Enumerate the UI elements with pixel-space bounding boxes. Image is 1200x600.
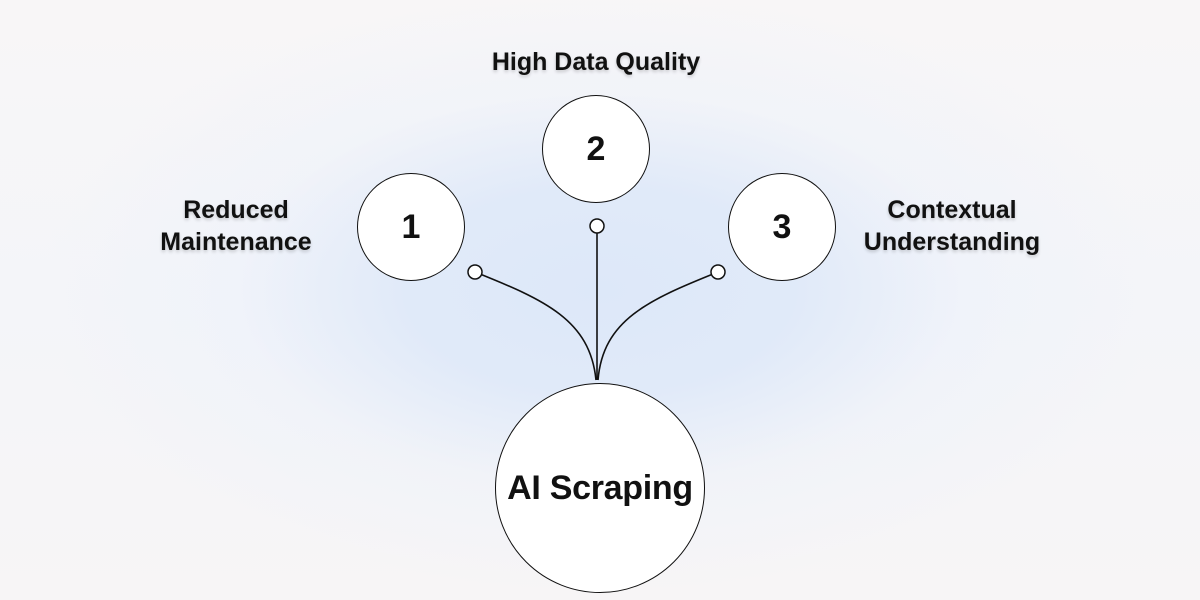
branch-3-node: 3: [728, 173, 836, 281]
branch-2-label: High Data Quality: [446, 46, 746, 78]
branch-2-label-line-1: High Data Quality: [491, 48, 701, 76]
branch-1-label-line-2: Maintenance: [160, 228, 312, 256]
center-label: AI Scraping: [507, 468, 693, 507]
branch-3-label-line-1: Contextual: [887, 196, 1017, 224]
connector-3: [597, 271, 719, 381]
branch-1-label: Reduced Maintenance: [136, 194, 336, 258]
connector-1: [474, 271, 597, 381]
branch-2-number: 2: [586, 129, 606, 168]
connector-dot-3: [710, 264, 726, 280]
branch-3-label: Contextual Understanding: [840, 194, 1064, 258]
center-node: AI Scraping: [495, 383, 705, 593]
branch-1-node: 1: [357, 173, 465, 281]
branch-1-label-line-1: Reduced: [183, 196, 289, 224]
connector-dot-2: [589, 218, 605, 234]
branch-1-number: 1: [401, 207, 421, 246]
branch-2-node: 2: [542, 95, 650, 203]
connector-dot-1: [467, 264, 483, 280]
branch-3-number: 3: [772, 207, 792, 246]
branch-3-label-line-2: Understanding: [863, 228, 1041, 256]
